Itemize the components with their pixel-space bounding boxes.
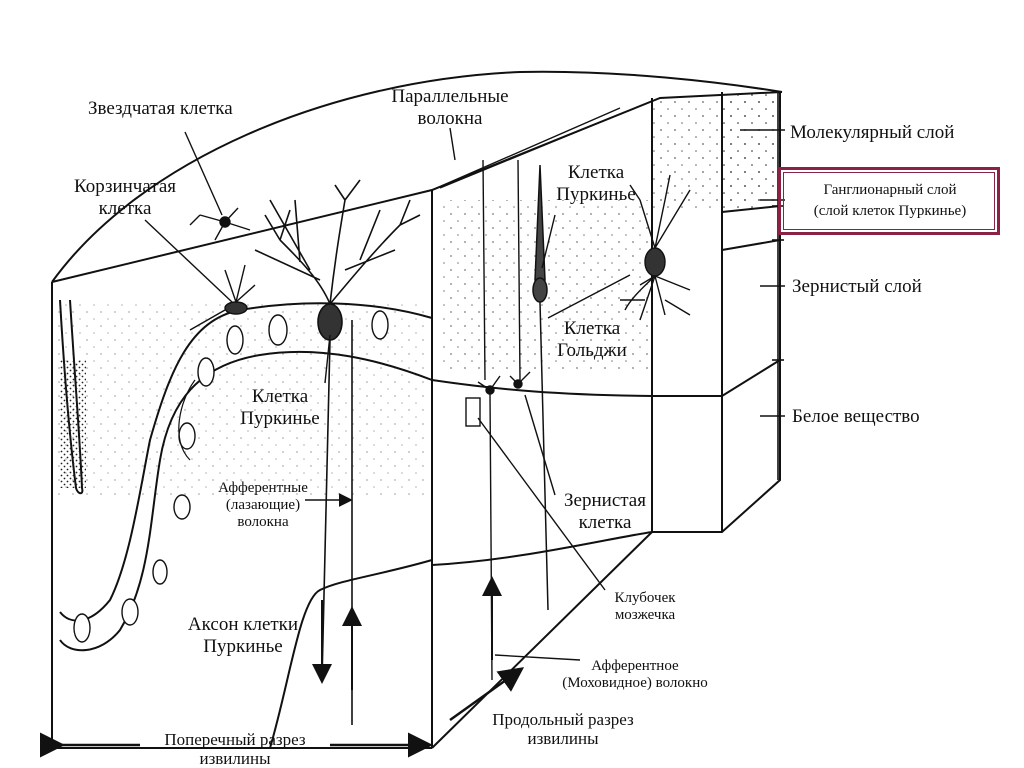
purkinje-cell-long xyxy=(532,164,549,611)
purkinje-cells-row xyxy=(73,310,389,643)
layer-molecular: Молекулярный слой xyxy=(790,122,955,143)
highlight-box xyxy=(778,167,1000,235)
granule-cells xyxy=(465,159,531,681)
layer-scale xyxy=(772,92,784,480)
label-mossy-fiber: Афферентное (Моховидное) волокно xyxy=(562,658,708,691)
section-arrows xyxy=(40,667,525,758)
basket-cell xyxy=(189,264,256,331)
label-axon: Аксон клетки Пуркинье xyxy=(187,614,299,657)
climbing-fiber xyxy=(178,379,196,461)
label-granule: Зернистая клетка xyxy=(564,490,646,533)
layer-granular: Зернистый слой xyxy=(792,276,922,297)
label-climbing-fibers: Афферентные (лазающие) волокна xyxy=(218,480,308,530)
label-purkinje-top: Клетка Пуркинье xyxy=(556,162,636,205)
layer-ganglionic: Ганглионарный слой (слой клеток Пуркинье… xyxy=(813,182,967,219)
label-longitudinal: Продольный разрез извилины xyxy=(492,710,634,748)
layer-white-matter: Белое вещество xyxy=(792,406,920,427)
label-golgi: Клетка Гольджи xyxy=(557,318,627,361)
label-transverse: Поперечный разрез извилины xyxy=(164,730,306,768)
label-basket: Корзинчатая клетка xyxy=(73,176,176,219)
label-glomerulus: Клубочек мозжечка xyxy=(614,590,676,623)
label-purkinje-left: Клетка Пуркинье xyxy=(240,386,320,429)
golgi-cell xyxy=(620,174,691,321)
label-stellate: Звездчатая клетка xyxy=(88,98,233,119)
stellate-cell xyxy=(189,207,251,241)
parallel-fibers xyxy=(431,107,626,191)
label-parallel-fibers: Параллельные волокна xyxy=(391,86,509,129)
arched-top-surface xyxy=(51,70,783,283)
